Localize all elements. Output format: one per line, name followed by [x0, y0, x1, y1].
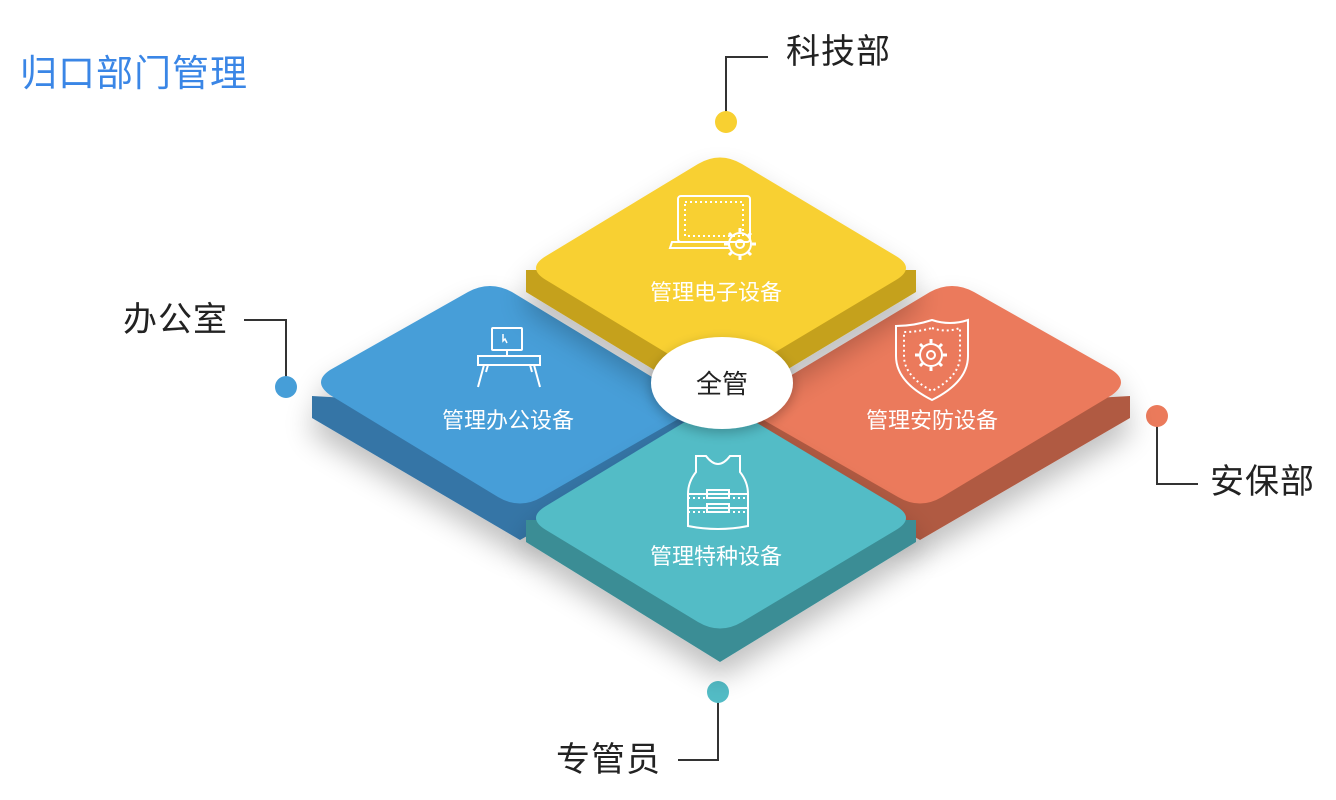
connector-bottom — [678, 701, 719, 761]
tile-label-bottom: 管理特种设备 — [650, 545, 782, 570]
tile-right — [742, 286, 1130, 540]
connector-top — [725, 56, 768, 112]
tile-left — [312, 286, 698, 540]
department-label-top: 科技部 — [786, 32, 891, 72]
tile-label-right: 管理安防设备 — [866, 409, 998, 434]
connector-left — [244, 319, 287, 378]
department-label-right: 安保部 — [1210, 462, 1315, 502]
shield-gear-icon — [895, 318, 969, 402]
connector-dot-right — [1146, 405, 1168, 427]
hub — [651, 337, 793, 429]
desk-monitor-icon — [477, 327, 541, 388]
computer-gear-icon — [668, 195, 756, 260]
page-title: 归口部门管理 — [20, 52, 248, 95]
connector-dot-top — [715, 111, 737, 133]
tile-label-left: 管理办公设备 — [442, 409, 574, 434]
tile-label-top: 管理电子设备 — [650, 281, 782, 306]
connector-dot-bottom — [707, 681, 729, 703]
hub-label: 全管 — [696, 370, 748, 400]
department-label-left: 办公室 — [123, 300, 228, 340]
department-label-bottom: 专管员 — [556, 740, 661, 780]
tile-bottom — [526, 407, 916, 662]
connector-right — [1156, 426, 1198, 485]
connector-dot-left — [275, 376, 297, 398]
vest-icon — [687, 455, 749, 530]
